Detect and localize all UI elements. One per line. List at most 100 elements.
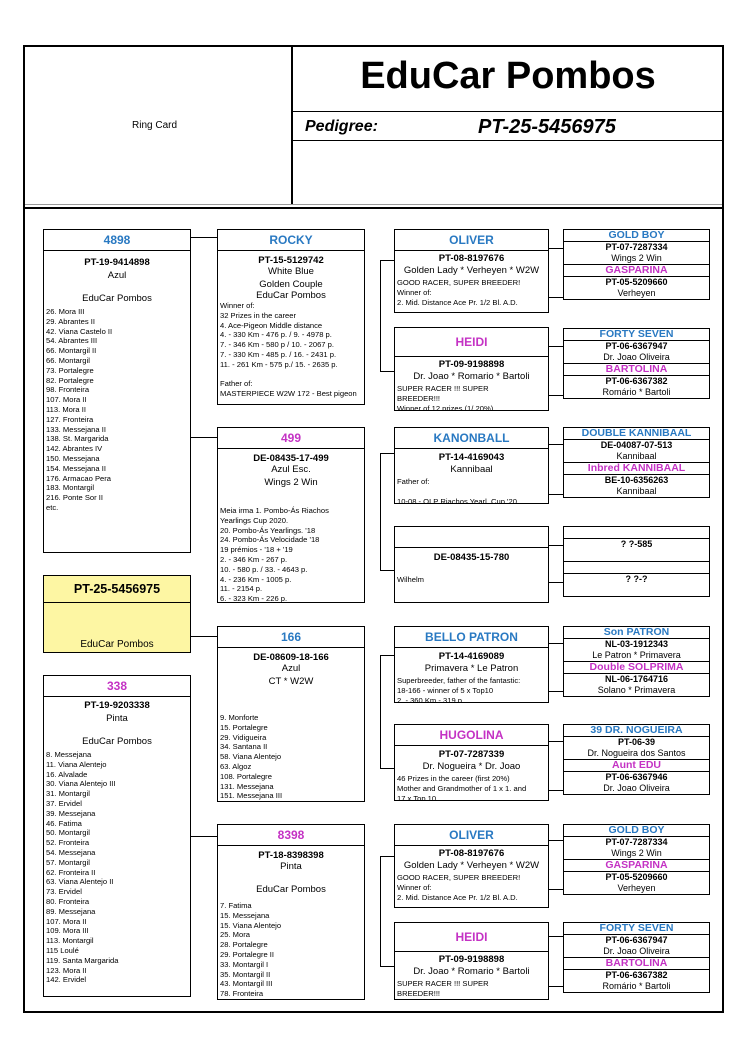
gen4-pair[interactable]: GOLD BOY PT-07-7287334 Wings 2 Win GASPA… <box>563 229 710 300</box>
greatgrandparent-line: Golden Lady * Verheyen * W2W <box>403 265 540 276</box>
dam-color: Pinta <box>106 713 128 724</box>
note-line: 98. Fronteira <box>46 385 90 395</box>
greatgrandparent-line: Dr. Joao * Romario * Bartoli <box>413 966 530 977</box>
gen4-mother-ring: PT-06-6367382 <box>564 969 709 981</box>
connector <box>380 768 394 769</box>
note-line: 31. Montargil <box>46 789 90 799</box>
gen4-pair[interactable]: Son PATRON NL-03-1912343 Le Patron * Pri… <box>563 626 710 697</box>
note-line <box>218 370 364 380</box>
gen4-mother-line: Romário * Bartoli <box>602 387 671 397</box>
connector <box>548 691 563 692</box>
note-line: 11. Viana Alentejo <box>46 759 107 769</box>
note-line: Father of: <box>397 477 430 486</box>
note-line: etc. <box>46 502 59 512</box>
grandparent-ring: DE-08609-18-166 <box>253 652 329 663</box>
gen4-father-ring: PT-07-7287334 <box>564 241 709 253</box>
greatgrandparent-card[interactable]: OLIVER PT-08-8197676 Golden Lady * Verhe… <box>394 824 549 908</box>
note-line: 37. Ervidel <box>46 798 82 808</box>
gen4-mother-line: Kannibaal <box>616 486 657 496</box>
grandparent-ring: DE-08435-17-499 <box>253 453 329 464</box>
gen4-father-line: Dr. Joao Oliveira <box>603 352 670 362</box>
gen4-mother-name <box>564 561 709 573</box>
note-line: Winner of 12 prizes (1/ 20%) <box>397 403 494 411</box>
greatgrandparent-ring: PT-07-7287339 <box>438 749 505 760</box>
note-line: 113. Montargil <box>46 936 94 946</box>
subject-ring: PT-25-5456975 <box>44 576 190 603</box>
sire-card[interactable]: 4898 PT-19-9414898 Azul EduCar Pombos 26… <box>43 229 191 553</box>
note-line: 82. Portalegre <box>46 375 94 385</box>
gen4-pair[interactable]: FORTY SEVEN PT-06-6367947 Dr. Joao Olive… <box>563 922 710 993</box>
greatgrandparent-card[interactable]: KANONBALL PT-14-4169043 Kannibaal Father… <box>394 427 549 504</box>
note-line: 154. Messejana II <box>46 463 106 473</box>
sire-owner: EduCar Pombos <box>82 293 152 304</box>
note-line: 35. Montargil II <box>220 969 271 979</box>
grandparent-notes: Winner of: 32 Prizes in the career 4. Ac… <box>218 301 364 399</box>
note-line: 176. Armacao Pera <box>46 473 112 483</box>
connector <box>380 453 394 454</box>
gen4-father-name: GOLD BOY <box>608 230 665 241</box>
grandparent-name: 166 <box>218 627 364 648</box>
connector <box>548 936 563 937</box>
gen4-pair[interactable]: ? ?-585 ? ?-? <box>563 526 710 597</box>
note-line: 46. Fatima <box>46 818 82 828</box>
gen4-father-line: Dr. Joao Oliveira <box>603 946 670 956</box>
grandparent-card[interactable]: 499 DE-08435-17-499 Azul Esc. Wings 2 Wi… <box>217 427 365 603</box>
greatgrandparent-card[interactable]: HEIDI PT-09-9198898 Dr. Joao * Romario *… <box>394 327 549 411</box>
grandparent-card[interactable]: ROCKY PT-15-5129742 White Blue Golden Co… <box>217 229 365 405</box>
note-line: 107. Mora II <box>46 395 87 405</box>
gen4-pair[interactable]: DOUBLE KANNIBAAL DE-04087-07-513 Kanniba… <box>563 427 710 498</box>
subject-card[interactable]: PT-25-5456975 EduCar Pombos <box>43 575 191 653</box>
gen4-pair[interactable]: FORTY SEVEN PT-06-6367947 Dr. Joao Olive… <box>563 328 710 399</box>
greatgrandparent-notes: Superbreeder, father of the fantastic:18… <box>395 676 548 702</box>
note-line: 73. Portalegre <box>46 365 94 375</box>
grandparent-name: 499 <box>218 428 364 449</box>
gen4-father-line: Le Patron * Primavera <box>592 650 681 660</box>
note-line: GOOD RACER, SUPER BREEDER! <box>397 873 521 882</box>
note-line: 50. Montargil <box>46 828 90 838</box>
subject-owner: EduCar Pombos <box>80 639 154 650</box>
connector <box>380 655 381 768</box>
note-line: 28. Portalegre <box>220 940 268 950</box>
gen4-mother-ring: PT-05-5209660 <box>564 276 709 288</box>
grandparent-name: ROCKY <box>218 230 364 251</box>
gen4-pair[interactable]: GOLD BOY PT-07-7287334 Wings 2 Win GASPA… <box>563 824 710 895</box>
gen4-father-ring: ? ?-585 <box>564 538 709 550</box>
dam-card[interactable]: 338 PT-19-9203338 Pinta EduCar Pombos 8.… <box>43 675 191 997</box>
sire-color: Azul <box>107 270 127 281</box>
note-line: 73. Ervidel <box>46 887 82 897</box>
note-line: Mother and Grandmother of 1 x 1. and <box>397 783 527 793</box>
greatgrandparent-card[interactable]: HUGOLINA PT-07-7287339 Dr. Nogueira * Dr… <box>394 724 549 801</box>
pedigree-ring: PT-25-5456975 <box>478 116 616 138</box>
greatgrandparent-card[interactable]: HEIDI PT-09-9198898 Dr. Joao * Romario *… <box>394 922 549 1000</box>
note-line: 18-166 - winner of 5 x Top10 <box>397 685 494 695</box>
connector <box>380 453 381 571</box>
greatgrandparent-name: HEIDI <box>395 328 548 357</box>
note-line: 150. Messejana <box>46 453 100 463</box>
connector <box>548 297 563 298</box>
gen4-pair[interactable]: 39 DR. NOGUEIRA PT-06-39 Dr. Nogueira do… <box>563 724 710 795</box>
note-line: 19 prémios - '18 + '19 <box>220 545 293 555</box>
note-line: Winner of: <box>220 301 255 310</box>
connector <box>548 790 563 791</box>
greatgrandparent-notes: 46 Prizes in the career (first 20%)Mothe… <box>395 774 548 800</box>
greatgrandparent-card[interactable]: BELLO PATRON PT-14-4169089 Primavera * L… <box>394 626 549 703</box>
gen4-father-ring: DE-04087-07-513 <box>564 439 709 451</box>
greatgrandparent-card[interactable]: OLIVER PT-08-8197676 Golden Lady * Verhe… <box>394 229 549 313</box>
greatgrandparent-card[interactable]: DE-08435-15-780 Wilhelm <box>394 526 549 603</box>
grandparent-color: Pinta <box>280 861 302 872</box>
greatgrandparent-ring: PT-08-8197676 <box>438 848 505 859</box>
grandparent-card[interactable]: 166 DE-08609-18-166 Azul CT * W2W 9. Mon… <box>217 626 365 802</box>
greatgrandparent-notes: Father of: 10-08 - OLP Riachos Yearl. Cu… <box>395 477 548 503</box>
gen4-father-name: Son PATRON <box>603 627 670 638</box>
gen4-father-name: FORTY SEVEN <box>599 923 674 934</box>
note-line: 63. Viana Alentejo II <box>46 877 114 887</box>
grandparent-card[interactable]: 8398 PT-18-8398398 Pinta EduCar Pombos 7… <box>217 824 365 1000</box>
note-line: 113. Mora II <box>46 404 86 414</box>
connector <box>548 986 563 987</box>
note-line: 29. Abrantes II <box>46 316 95 326</box>
greatgrandparent-ring: PT-09-9198898 <box>438 954 505 965</box>
gen4-mother-name: GASPARINA <box>564 859 709 871</box>
brand-title: EduCar Pombos <box>360 55 656 97</box>
